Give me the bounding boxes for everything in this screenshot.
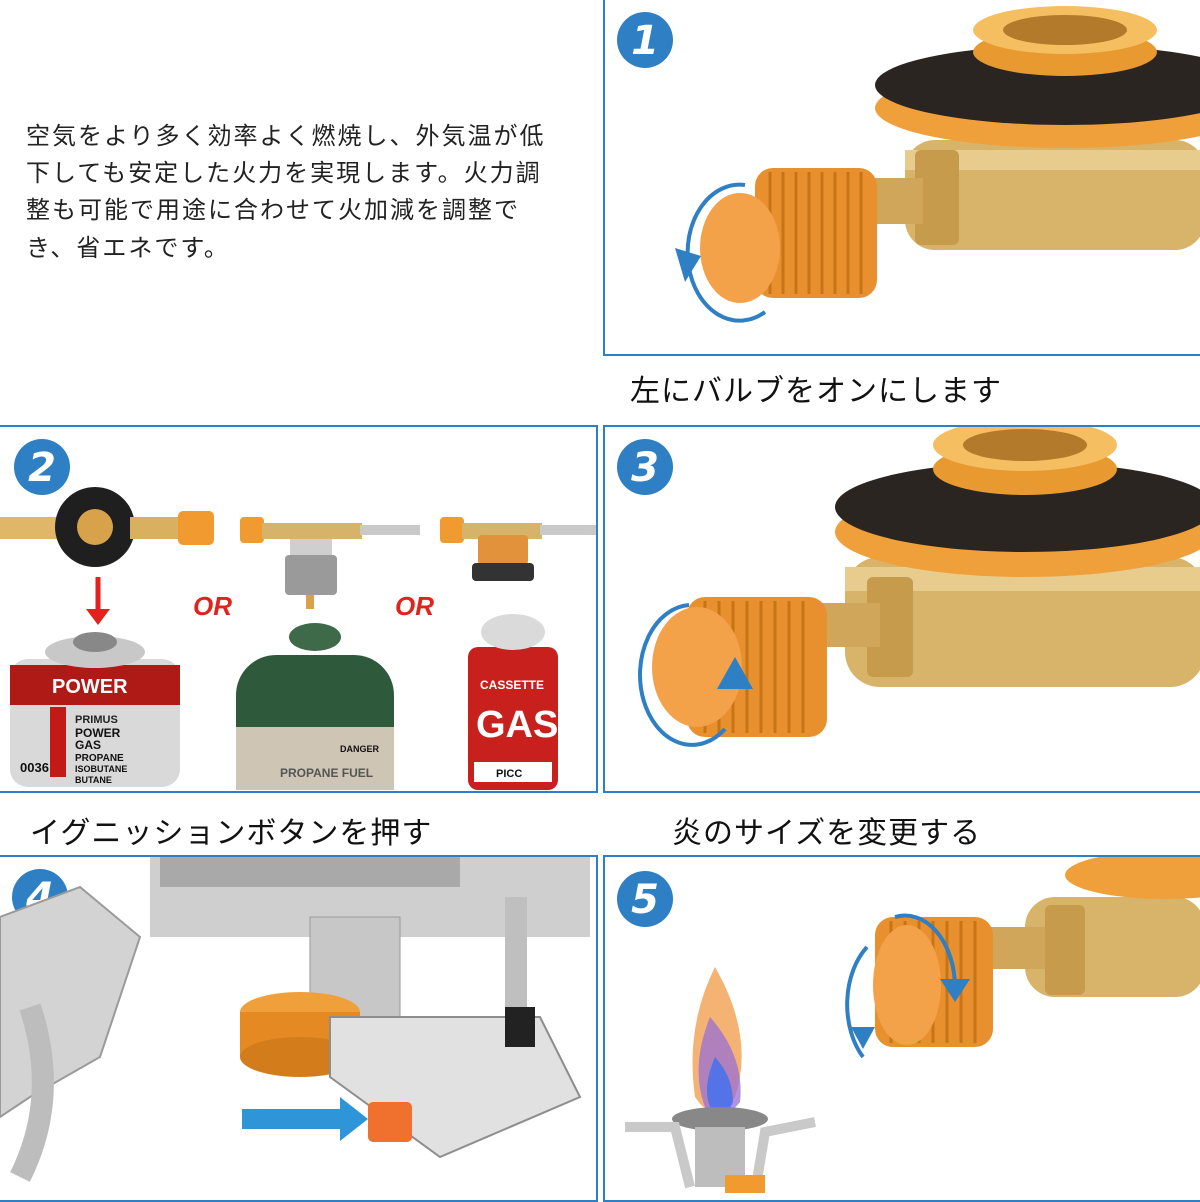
step-2-number: 2: [28, 445, 56, 491]
canister-3-line-1: CASSETTE: [480, 678, 544, 692]
canister-1-band: POWER: [52, 676, 128, 698]
step-1-caption: 左にバルブをオンにします: [630, 374, 1002, 409]
step-5-number: 5: [631, 877, 659, 923]
canister-1-brand: PRIMUS: [75, 714, 118, 726]
step-3-badge: 3: [617, 439, 673, 495]
canister-1-code: 0036: [20, 760, 49, 775]
canister-illustration: POWER PRIMUS POWER GAS PROPANE ISOBUTANE…: [0, 487, 596, 790]
step-1-badge: 1: [617, 12, 673, 68]
step-3-number: 3: [631, 445, 659, 491]
step-1-number: 1: [631, 18, 659, 64]
canister-1-line-4: ISOBUTANE: [75, 764, 127, 774]
step-4-panel: 4: [0, 855, 598, 1202]
canister-3-line-3: PICC: [496, 768, 522, 780]
step-2-panel: 2 POWER PRIMUS POWER GAS PROPANE ISOBUTA…: [0, 425, 598, 793]
step-3-caption: 炎のサイズを変更する: [672, 816, 982, 851]
canister-1-line-3: PROPANE: [75, 753, 124, 764]
valve-illustration-3: [638, 427, 1200, 747]
canister-1-line-1: POWER: [75, 726, 121, 740]
step-3-panel: 3: [603, 425, 1200, 793]
or-label-1: OR: [193, 591, 232, 621]
intro-text: 空気をより多く効率よく燃焼し、外気温が低下しても安定した火力を実現します。火力調…: [26, 122, 546, 262]
step-1-panel: 1: [603, 0, 1200, 356]
step-5-badge: 5: [617, 871, 673, 927]
step-5-panel: 5: [603, 855, 1200, 1202]
flame-illustration: [625, 857, 1200, 1193]
canister-1-line-2: GAS: [75, 738, 101, 752]
canister-1-line-5: BUTANE: [75, 775, 112, 785]
step-2-caption: イグニッションボタンを押す: [30, 816, 433, 851]
canister-3-line-2: GAS: [476, 704, 558, 746]
valve-illustration-1: [675, 6, 1200, 323]
canister-2-warning: DANGER: [340, 744, 380, 754]
step-2-badge: 2: [14, 439, 70, 495]
or-label-2: OR: [395, 591, 434, 621]
ignition-illustration: [0, 857, 590, 1182]
canister-2-label: PROPANE FUEL: [280, 766, 373, 780]
